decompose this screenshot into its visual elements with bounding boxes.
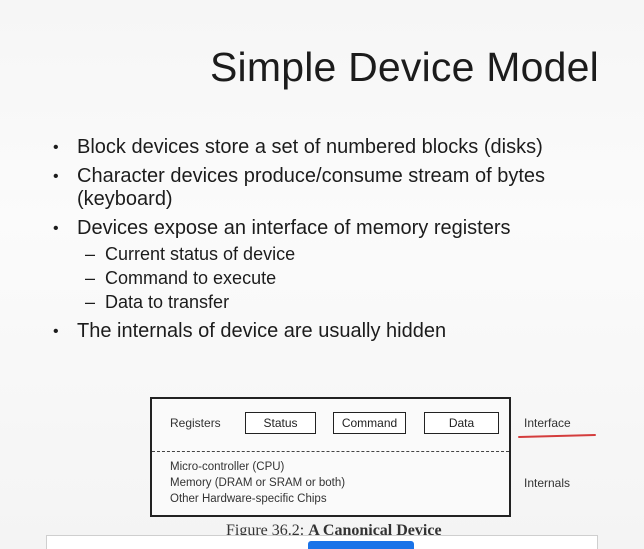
bullet-item: • Character devices produce/consume stre… — [50, 165, 630, 211]
sub-bullet-text: Current status of device — [105, 244, 296, 264]
bullet-dot-icon: • — [53, 323, 59, 340]
internals-label: Internals — [524, 476, 571, 490]
dash-icon: – — [85, 292, 96, 312]
internals-item: Memory (DRAM or SRAM or both) — [170, 477, 346, 489]
dash-icon: – — [85, 244, 96, 264]
sub-bullet-text: Command to execute — [105, 268, 277, 288]
internals-list: Micro-controller (CPU) Memory (DRAM or S… — [170, 459, 345, 507]
red-annotation-underline — [517, 433, 597, 439]
bullet-item: • Block devices store a set of numbered … — [50, 136, 630, 159]
registers-row: Registers Status Command Data — [152, 399, 509, 451]
status-register-box: Status — [245, 412, 316, 434]
sub-bullet-item: – Current status of device — [77, 242, 630, 266]
interface-divider — [152, 451, 509, 452]
bullet-text: The internals of device are usually hidd… — [77, 320, 447, 342]
sub-bullet-item: – Command to execute — [77, 266, 630, 290]
data-register-box: Data — [424, 412, 499, 434]
internals-item: Other Hardware-specific Chips — [170, 493, 327, 505]
device-diagram: Registers Status Command Data Micro-cont… — [150, 397, 511, 517]
bullet-item: • The internals of device are usually hi… — [50, 320, 630, 343]
slide-title: Simple Device Model — [210, 44, 599, 90]
bullet-dot-icon: • — [53, 139, 59, 156]
caption-prefix: Figure 36.2: — [226, 522, 309, 539]
sub-bullet-item: – Data to transfer — [77, 290, 630, 314]
bullet-text: Character devices produce/consume stream… — [77, 165, 545, 210]
bullet-text: Block devices store a set of numbered bl… — [77, 136, 543, 158]
bullet-text: Devices expose an interface of memory re… — [77, 217, 511, 239]
sub-bullet-text: Data to transfer — [105, 292, 230, 312]
bullet-item: • Devices expose an interface of memory … — [50, 217, 630, 314]
sub-bullet-list: – Current status of device – Command to … — [77, 242, 630, 314]
registers-label: Registers — [170, 416, 221, 430]
internals-item: Micro-controller (CPU) — [170, 461, 285, 473]
caption-title: A Canonical Device — [308, 522, 442, 539]
bullet-list: • Block devices store a set of numbered … — [50, 136, 630, 349]
bullet-dot-icon: • — [53, 168, 59, 185]
command-register-box: Command — [333, 412, 406, 434]
overlay-button[interactable] — [308, 541, 414, 549]
figure-caption: Figure 36.2: A Canonical Device — [226, 522, 442, 540]
bullet-dot-icon: • — [53, 220, 59, 237]
interface-label: Interface — [524, 416, 571, 430]
dash-icon: – — [85, 268, 96, 288]
